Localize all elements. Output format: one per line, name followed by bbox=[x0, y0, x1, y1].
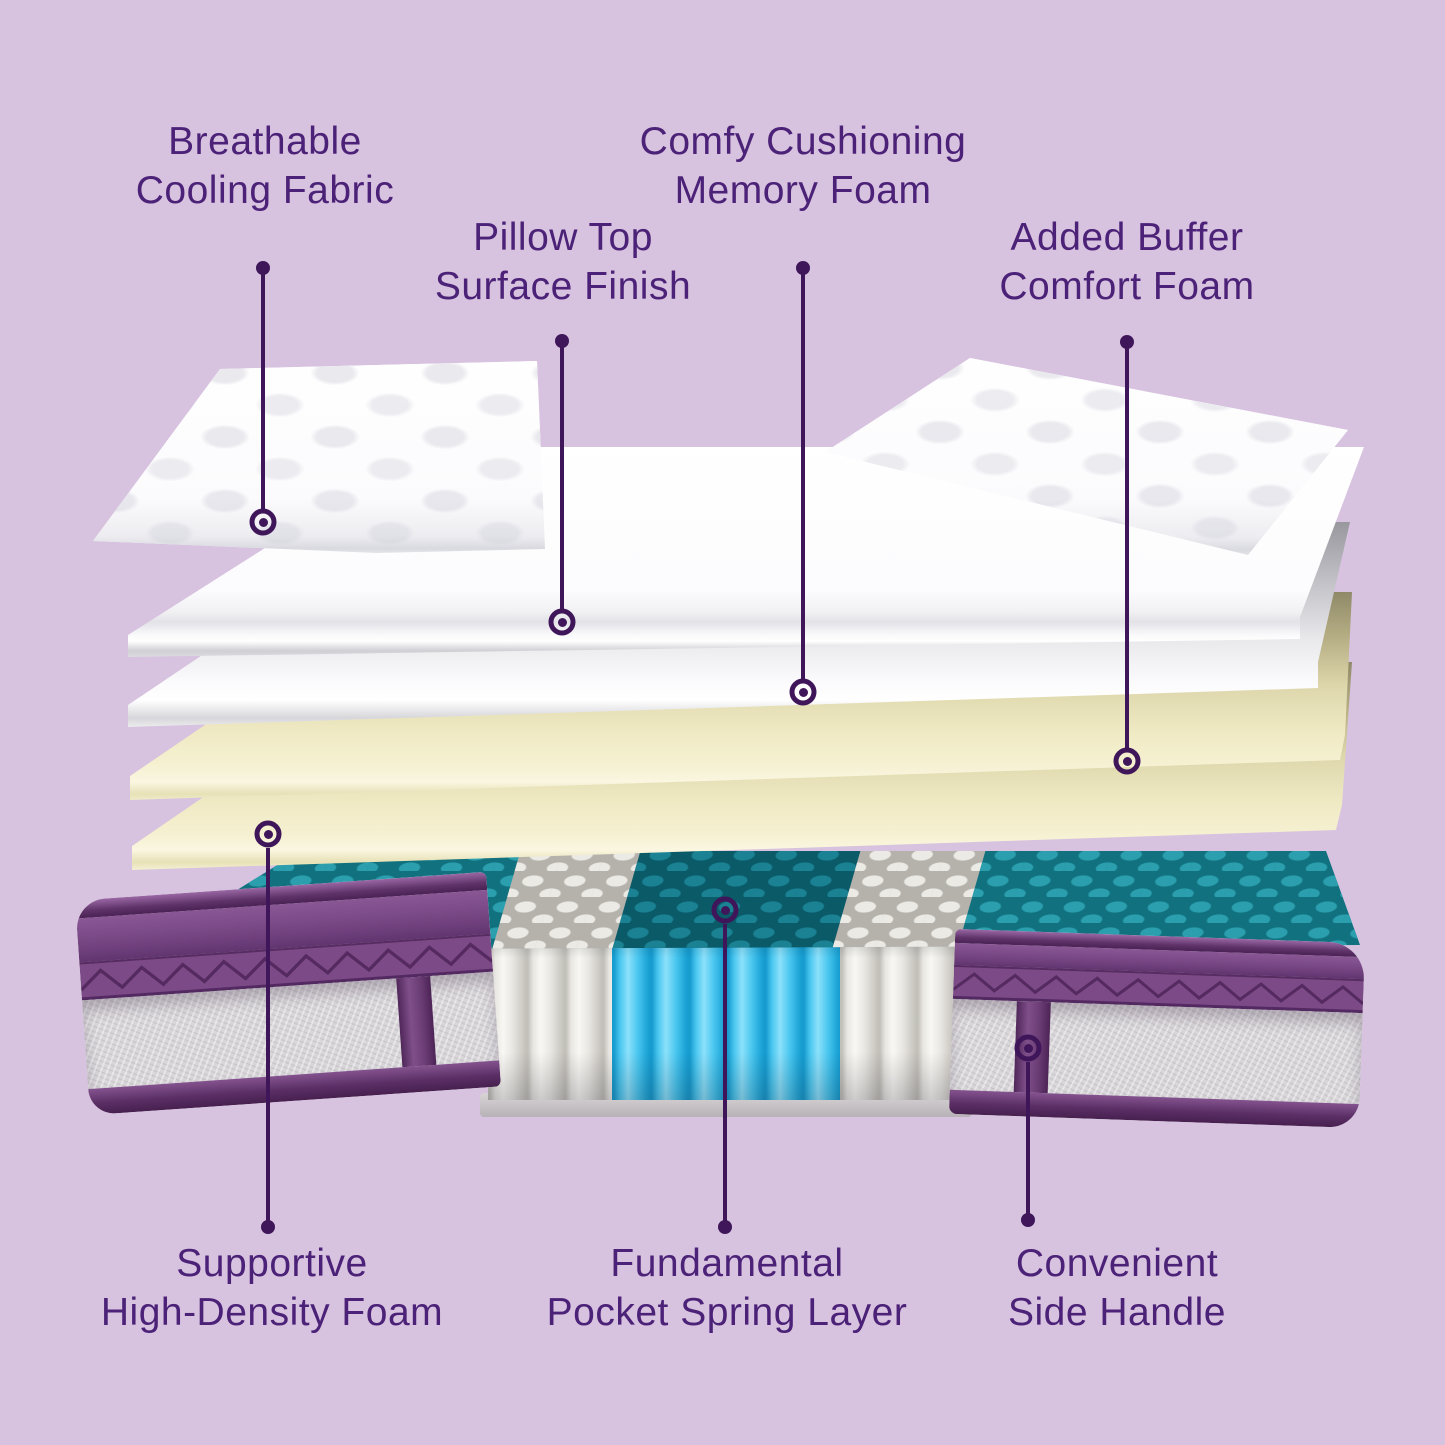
callout-line bbox=[723, 924, 727, 1221]
callout-ring-marker bbox=[249, 508, 277, 536]
callout-ring-marker bbox=[711, 896, 739, 924]
zigzag-stitch bbox=[953, 972, 1364, 1006]
label-added-buffer-comfort-foam: Added Buffer Comfort Foam bbox=[999, 216, 1255, 308]
label-fundamental-pocket-spring-layer: Fundamental Pocket Spring Layer bbox=[546, 1242, 908, 1334]
zigzag-stitch bbox=[80, 942, 493, 992]
callout-ring-marker bbox=[548, 608, 576, 636]
callout-ring-marker bbox=[1014, 1034, 1042, 1062]
mattress-corner-left bbox=[75, 871, 501, 1116]
white-pocket-springs bbox=[840, 930, 964, 1100]
callout-line bbox=[261, 268, 265, 512]
mattress-corner-right bbox=[948, 928, 1366, 1129]
callout-ring-marker bbox=[1113, 747, 1141, 775]
zigzag-stitch-band bbox=[79, 933, 493, 1001]
side-fabric-panel bbox=[949, 998, 1363, 1105]
label-breathable-cooling-fabric: Breathable Cooling Fabric bbox=[135, 120, 395, 212]
white-pocket-springs bbox=[488, 930, 612, 1100]
quilted-cooling-fabric-left bbox=[93, 361, 545, 553]
dark-teal-coil-section bbox=[610, 851, 873, 950]
side-handle-strap bbox=[396, 976, 437, 1068]
callout-line bbox=[266, 848, 270, 1221]
callout-line bbox=[1125, 342, 1129, 748]
callout-ring-marker bbox=[789, 678, 817, 706]
callout-line bbox=[1026, 1062, 1030, 1214]
callout-end-dot bbox=[1021, 1213, 1035, 1227]
callout-end-dot bbox=[261, 1220, 275, 1234]
label-convenient-side-handle: Convenient Side Handle bbox=[1008, 1242, 1226, 1334]
zigzag-stitch-band bbox=[952, 964, 1364, 1014]
callout-end-dot bbox=[718, 1220, 732, 1234]
label-pillow-top-surface-finish: Pillow Top Surface Finish bbox=[434, 216, 692, 308]
spring-shading bbox=[488, 930, 612, 1100]
callout-line bbox=[560, 341, 564, 611]
callout-ring-marker bbox=[254, 820, 282, 848]
label-supportive-high-density-foam: Supportive High-Density Foam bbox=[100, 1242, 444, 1334]
spring-shading bbox=[840, 930, 964, 1100]
callout-line bbox=[801, 268, 805, 680]
label-comfy-cushioning-memory-foam: Comfy Cushioning Memory Foam bbox=[639, 120, 967, 212]
